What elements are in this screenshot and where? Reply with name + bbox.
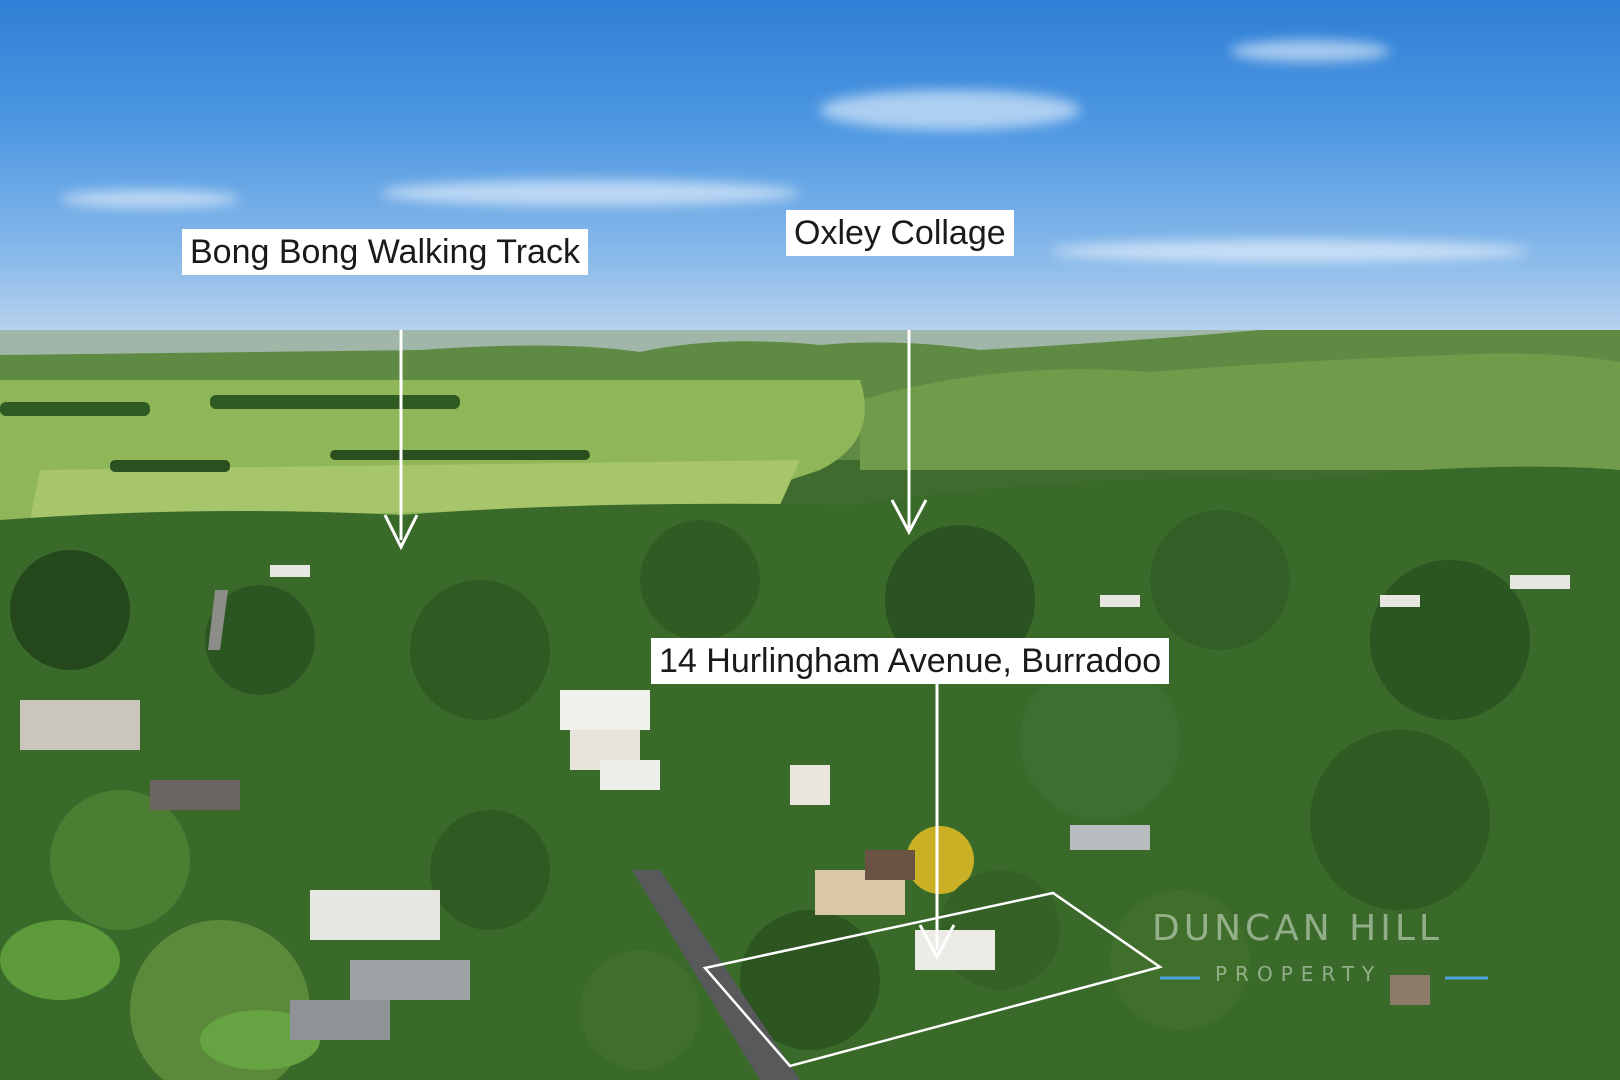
oxley-arrowhead xyxy=(890,499,928,536)
house xyxy=(865,850,915,880)
tree-cluster xyxy=(1310,730,1490,910)
oxley-collage-label: Oxley Collage xyxy=(786,210,1014,256)
cloud xyxy=(1230,40,1390,62)
watermark-brand: DUNCAN HILL xyxy=(1152,908,1443,949)
cloud xyxy=(60,190,240,208)
property-arrowhead xyxy=(918,924,956,961)
tree-cluster xyxy=(1020,660,1180,820)
tree-cluster xyxy=(885,525,1035,675)
cloud xyxy=(820,90,1080,130)
tree-line xyxy=(210,395,460,409)
house xyxy=(1070,825,1150,850)
property-boundary xyxy=(702,891,1163,1068)
house xyxy=(20,700,140,750)
house xyxy=(1390,975,1430,1005)
tree-line xyxy=(0,402,150,416)
property-address-label: 14 Hurlingham Avenue, Burradoo xyxy=(651,638,1170,684)
watermark-subtitle: PROPERTY xyxy=(1215,962,1383,986)
right-hills xyxy=(860,353,1620,470)
tree-cluster xyxy=(906,826,974,894)
house xyxy=(310,890,440,940)
house xyxy=(270,565,310,577)
tree-cluster xyxy=(640,520,760,640)
tree-cluster xyxy=(50,790,190,930)
tree-cluster xyxy=(740,910,880,1050)
pasture-strip xyxy=(30,460,800,520)
tree-cluster xyxy=(430,810,550,930)
house xyxy=(560,690,650,730)
tree-cluster xyxy=(205,585,315,695)
lawn xyxy=(0,920,120,1000)
cloud xyxy=(380,180,800,206)
house xyxy=(600,760,660,790)
tree-cluster xyxy=(580,950,700,1070)
house xyxy=(915,930,995,970)
tree-cluster xyxy=(1480,850,1620,1010)
house xyxy=(1100,595,1140,607)
house xyxy=(150,780,240,810)
landscape xyxy=(0,330,1620,1080)
tree-cluster xyxy=(10,550,130,670)
tree-cluster xyxy=(1150,510,1290,650)
sky xyxy=(0,0,1620,360)
house xyxy=(350,960,470,1000)
house xyxy=(1510,575,1570,589)
tree-cluster xyxy=(410,580,550,720)
bong-bong-arrowhead xyxy=(383,514,419,551)
house xyxy=(790,765,830,805)
house xyxy=(290,1000,390,1040)
house xyxy=(1380,595,1420,607)
tree-line xyxy=(330,450,590,460)
tree-cluster xyxy=(1370,560,1530,720)
cloud xyxy=(1050,240,1530,262)
road xyxy=(208,590,228,650)
bong-bong-walking-track-label: Bong Bong Walking Track xyxy=(182,229,588,275)
tree-cluster xyxy=(1110,890,1250,1030)
tree-line xyxy=(110,460,230,472)
